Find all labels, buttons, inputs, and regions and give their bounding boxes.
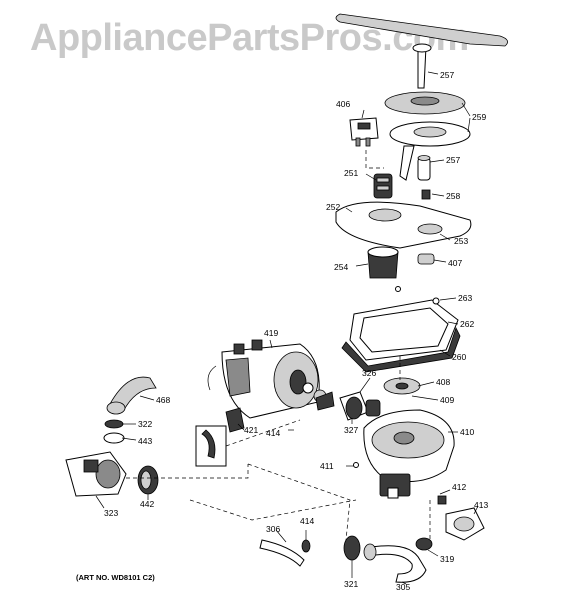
callout-407: 407 bbox=[448, 258, 462, 268]
dash-2 bbox=[247, 463, 351, 541]
callout-257a: 257 bbox=[440, 70, 454, 80]
callout-259: 259 bbox=[472, 112, 486, 122]
callout-305: 305 bbox=[396, 582, 410, 592]
callout-413: 413 bbox=[474, 500, 488, 510]
spring-258 bbox=[421, 189, 431, 200]
callout-253: 253 bbox=[454, 236, 468, 246]
callout-319: 319 bbox=[440, 554, 454, 564]
callout-468: 468 bbox=[156, 395, 170, 405]
harness-box bbox=[195, 425, 227, 467]
fine-filter-screen bbox=[384, 91, 471, 181]
dash-1 bbox=[126, 464, 249, 479]
upper-spray-arm bbox=[335, 13, 508, 89]
callout-251: 251 bbox=[344, 168, 358, 178]
dash-3 bbox=[189, 499, 357, 521]
callout-408: 408 bbox=[436, 377, 450, 387]
callout-414b: 414 bbox=[300, 516, 314, 526]
valve-406 bbox=[349, 117, 379, 147]
callout-442: 442 bbox=[140, 499, 154, 509]
drain-pump-413 bbox=[437, 495, 485, 541]
callout-406: 406 bbox=[336, 99, 350, 109]
nozzle-257 bbox=[417, 155, 431, 181]
dash-406 bbox=[365, 150, 384, 169]
sump-ring-262 bbox=[341, 299, 461, 373]
pump-motor-419 bbox=[221, 339, 320, 419]
clamp-443 bbox=[103, 432, 125, 444]
hose-468 bbox=[106, 376, 157, 415]
fitting-407 bbox=[417, 253, 435, 265]
callout-412: 412 bbox=[452, 482, 466, 492]
callout-419: 419 bbox=[264, 328, 278, 338]
seal-408 bbox=[383, 377, 421, 395]
filter-plate-252 bbox=[335, 201, 472, 249]
callout-414a: 414 bbox=[266, 428, 280, 438]
leader-lines bbox=[95, 71, 479, 585]
callout-410: 410 bbox=[460, 427, 474, 437]
screw-small bbox=[395, 286, 401, 292]
filter-251 bbox=[373, 173, 393, 199]
callout-258: 258 bbox=[446, 191, 460, 201]
dash-4 bbox=[225, 419, 301, 447]
callout-252: 252 bbox=[326, 202, 340, 212]
callout-409: 409 bbox=[440, 395, 454, 405]
clamp-319 bbox=[415, 537, 433, 551]
hose-305 bbox=[363, 543, 427, 583]
hose-321 bbox=[343, 535, 361, 561]
callout-327: 327 bbox=[344, 425, 358, 435]
callouts: 257 259 406 257 251 258 252 253 254 407 … bbox=[104, 70, 488, 592]
callout-321: 321 bbox=[344, 579, 358, 589]
callout-306: 306 bbox=[266, 524, 280, 534]
sump-housing-410 bbox=[363, 409, 455, 499]
callout-262: 262 bbox=[460, 319, 474, 329]
callout-257b: 257 bbox=[446, 155, 460, 165]
callout-443: 443 bbox=[138, 436, 152, 446]
hose-442 bbox=[137, 465, 159, 495]
clamp-322 bbox=[104, 419, 124, 429]
callout-254: 254 bbox=[334, 262, 348, 272]
callout-260: 260 bbox=[452, 352, 466, 362]
screw-411 bbox=[353, 462, 359, 468]
arrow-421 bbox=[207, 365, 217, 391]
circulation-pump-323 bbox=[65, 451, 127, 497]
callout-411: 411 bbox=[320, 461, 334, 471]
callout-322: 322 bbox=[138, 419, 152, 429]
art-number: (ART NO. WD8101 C2) bbox=[76, 573, 155, 582]
callout-263: 263 bbox=[458, 293, 472, 303]
callout-323: 323 bbox=[104, 508, 118, 518]
bracket-421 bbox=[225, 407, 245, 433]
strainer-254 bbox=[367, 246, 399, 279]
hose-306 bbox=[259, 539, 311, 567]
callout-421: 421 bbox=[244, 425, 258, 435]
callout-326: 326 bbox=[362, 368, 376, 378]
screw-263 bbox=[432, 297, 440, 305]
impeller-parts bbox=[302, 382, 381, 421]
